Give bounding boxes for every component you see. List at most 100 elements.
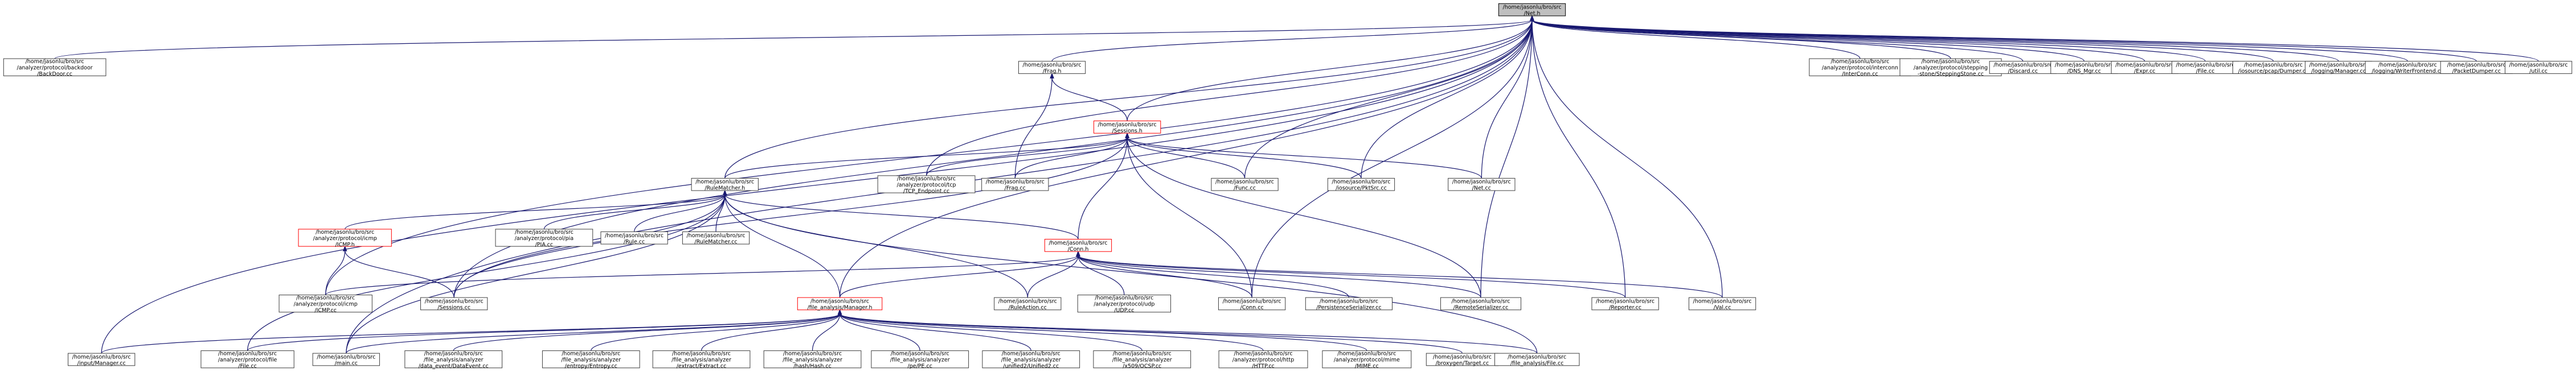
node-box[interactable] [279, 295, 372, 313]
node-box[interactable] [1440, 297, 1522, 311]
node-label-line: /RemoteSerializer.cc [1453, 304, 1509, 311]
node-mime[interactable]: /home/jasonlu/bro/src/analyzer/protocol/… [1322, 350, 1412, 370]
node-box[interactable] [3, 58, 107, 76]
node-dns_mgr[interactable]: /home/jasonlu/bro/src/DNS_Mgr.cc [2050, 61, 2118, 75]
node-box[interactable] [1591, 297, 1659, 311]
node-pktsrc[interactable]: /home/jasonlu/bro/src/iosource/PktSrc.cc [1327, 177, 1395, 192]
node-backdoor[interactable]: /home/jasonlu/bro/src/analyzer/protocol/… [3, 58, 107, 77]
node-frag_cc[interactable]: /home/jasonlu/bro/src/Frag.cc [981, 177, 1049, 192]
node-box[interactable] [1305, 297, 1393, 311]
node-pe[interactable]: /home/jasonlu/bro/src/file_analysis/anal… [871, 350, 969, 370]
node-val_cc[interactable]: /home/jasonlu/bro/src/Val.cc [1688, 297, 1756, 311]
node-box[interactable] [871, 350, 969, 369]
node-pktdumper[interactable]: /home/jasonlu/bro/src/PacketDumper.cc [2440, 61, 2513, 75]
node-box[interactable] [994, 297, 1062, 311]
node-box[interactable] [1093, 350, 1191, 369]
node-remoteser[interactable]: /home/jasonlu/bro/src/RemoteSerializer.c… [1440, 297, 1522, 311]
node-box[interactable] [691, 177, 759, 191]
node-interconn[interactable]: /home/jasonlu/bro/src/analyzer/protocol/… [1809, 58, 1911, 77]
node-sessions_h[interactable]: /home/jasonlu/bro/src/Sessions.h [1094, 121, 1161, 134]
node-box[interactable] [877, 175, 976, 193]
node-box[interactable] [1018, 61, 1086, 74]
node-sessions_cc[interactable]: /home/jasonlu/bro/src/Sessions.cc [420, 297, 488, 311]
node-box[interactable] [312, 353, 380, 366]
node-label-line: /pe/PE.cc [908, 363, 932, 370]
node-box[interactable] [542, 350, 640, 369]
node-box[interactable] [1211, 177, 1279, 191]
node-box[interactable] [200, 350, 294, 369]
node-logmgr[interactable]: /home/jasonlu/bro/src/logging/Manager.cc [2304, 61, 2373, 75]
node-main_cc[interactable]: /home/jasonlu/bro/src/main.cc [312, 353, 380, 366]
node-reporter[interactable]: /home/jasonlu/bro/src/Reporter.cc [1591, 297, 1659, 311]
node-icmp_cc[interactable]: /home/jasonlu/bro/src/analyzer/protocol/… [279, 295, 372, 314]
node-pcapdumper[interactable]: /home/jasonlu/bro/src/iosource/pcap/Dump… [2232, 61, 2315, 75]
node-box[interactable] [682, 231, 750, 245]
node-extract[interactable]: /home/jasonlu/bro/src/file_analysis/anal… [652, 350, 751, 370]
node-icmp_h[interactable]: /home/jasonlu/bro/src/analyzer/protocol/… [298, 229, 392, 248]
node-box[interactable] [495, 229, 593, 247]
node-tcp_endpoint[interactable]: /home/jasonlu/bro/src/analyzer/protocol/… [877, 175, 976, 195]
node-box[interactable] [982, 350, 1080, 369]
node-fa_manager_h[interactable]: /home/jasonlu/bro/src/file_analysis/Mana… [797, 297, 883, 311]
edge-sessions_h-to-pktsrc [1125, 132, 1362, 179]
node-box[interactable] [1094, 121, 1161, 134]
node-inputmgr[interactable]: /home/jasonlu/bro/src/input/Manager.cc [68, 353, 136, 366]
node-ruleaction[interactable]: /home/jasonlu/bro/src/RuleAction.cc [994, 297, 1062, 311]
node-box[interactable] [1809, 58, 1911, 76]
node-box[interactable] [68, 353, 136, 366]
node-discard[interactable]: /home/jasonlu/bro/src/Discard.cc [1989, 61, 2057, 75]
node-conn_h[interactable]: /home/jasonlu/bro/src/Conn.h [1044, 239, 1112, 253]
node-box[interactable] [298, 229, 392, 247]
node-wfrontend[interactable]: /home/jasonlu/bro/src/logging/WriterFron… [2365, 61, 2451, 75]
node-box[interactable] [763, 350, 862, 369]
node-persist[interactable]: /home/jasonlu/bro/src/PersistenceSeriali… [1305, 297, 1393, 311]
node-proto_file[interactable]: /home/jasonlu/bro/src/analyzer/protocol/… [200, 350, 294, 370]
node-box[interactable] [1322, 350, 1412, 369]
node-net_cc[interactable]: /home/jasonlu/bro/src/Net.cc [1448, 177, 1516, 192]
node-label-line: /home/jasonlu/bro/src [515, 229, 574, 235]
node-conn_cc[interactable]: /home/jasonlu/bro/src/Conn.cc [1218, 297, 1286, 311]
node-box[interactable] [1448, 177, 1516, 191]
node-box[interactable] [600, 231, 668, 245]
node-func_cc[interactable]: /home/jasonlu/bro/src/Func.cc [1211, 177, 1279, 192]
node-label-line: /home/jasonlu/bro/src [1433, 354, 1492, 360]
node-box[interactable] [404, 350, 503, 369]
node-ocsp[interactable]: /home/jasonlu/bro/src/file_analysis/anal… [1093, 350, 1191, 370]
node-stepping[interactable]: /home/jasonlu/bro/src/analyzer/protocol/… [1899, 58, 2002, 77]
node-entropy[interactable]: /home/jasonlu/bro/src/file_analysis/anal… [542, 350, 640, 370]
node-rulematcher_h[interactable]: /home/jasonlu/bro/src/RuleMatcher.h [691, 177, 759, 192]
node-net_h[interactable]: /home/jasonlu/bro/src/Net.h [1498, 3, 1566, 17]
node-label-line: /TCP_Endpoint.cc [903, 188, 949, 195]
node-box[interactable] [2504, 61, 2573, 74]
node-rulematcher_cc[interactable]: /home/jasonlu/bro/src/RuleMatcher.cc [682, 231, 750, 245]
node-box[interactable] [1044, 239, 1112, 252]
node-box[interactable] [1218, 297, 1286, 311]
node-pia_cc[interactable]: /home/jasonlu/bro/src/analyzer/protocol/… [495, 229, 593, 248]
node-udp_cc[interactable]: /home/jasonlu/bro/src/analyzer/protocol/… [1077, 295, 1172, 314]
node-broxygen[interactable]: /home/jasonlu/bro/src/broxygen/Target.cc [1426, 353, 1499, 366]
node-unified2[interactable]: /home/jasonlu/bro/src/file_analysis/anal… [982, 350, 1080, 370]
node-dataevent[interactable]: /home/jasonlu/bro/src/file_analysis/anal… [404, 350, 503, 370]
node-file_cc[interactable]: /home/jasonlu/bro/src/File.cc [2171, 61, 2239, 75]
node-label-line: /home/jasonlu/bro/src [218, 351, 277, 357]
node-box[interactable] [1218, 350, 1308, 369]
node-box[interactable] [981, 177, 1049, 191]
node-hash[interactable]: /home/jasonlu/bro/src/file_analysis/anal… [763, 350, 862, 370]
node-expr[interactable]: /home/jasonlu/bro/src/Expr.cc [2111, 61, 2178, 75]
node-box[interactable] [652, 350, 751, 369]
node-rule_cc[interactable]: /home/jasonlu/bro/src/Rule.cc [600, 231, 668, 245]
node-box[interactable] [797, 297, 883, 311]
node-box[interactable] [1327, 177, 1395, 191]
node-box[interactable] [1494, 353, 1580, 366]
node-label-line: /analyzer/protocol/backdoor [17, 65, 93, 71]
node-frag_h[interactable]: /home/jasonlu/bro/src/Frag.h [1018, 61, 1086, 75]
node-box[interactable] [1498, 3, 1566, 16]
node-label-line: /PacketDumper.cc [2452, 68, 2501, 75]
node-box[interactable] [1899, 58, 2002, 76]
node-box[interactable] [1077, 295, 1172, 313]
node-fa_file[interactable]: /home/jasonlu/bro/src/file_analysis/File… [1494, 353, 1580, 366]
node-box[interactable] [420, 297, 488, 311]
node-box[interactable] [1688, 297, 1756, 311]
node-util[interactable]: /home/jasonlu/bro/src/util.cc [2504, 61, 2573, 75]
node-http[interactable]: /home/jasonlu/bro/src/analyzer/protocol/… [1218, 350, 1308, 370]
